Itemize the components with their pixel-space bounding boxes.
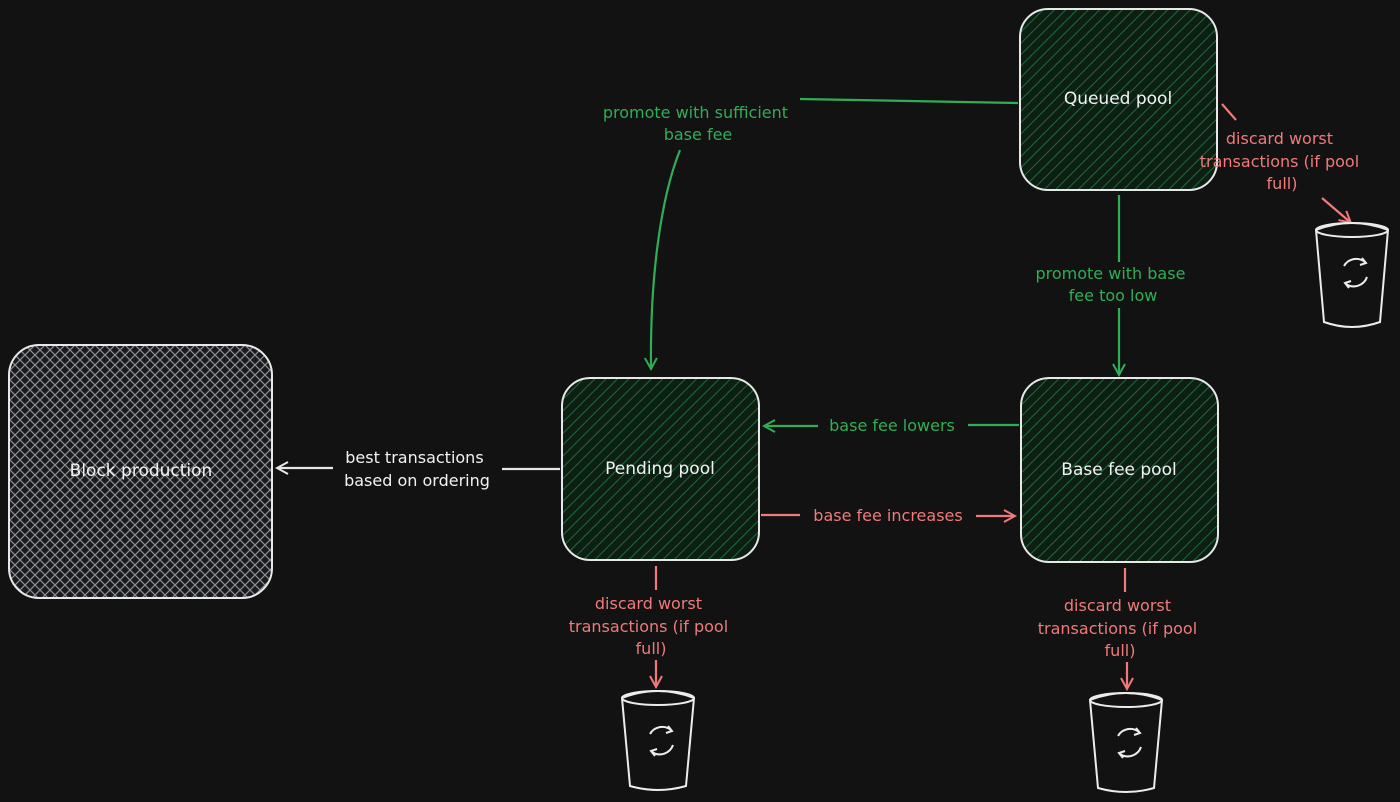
pending-pool-node: Pending pool (561, 377, 760, 561)
pending-to-basefee-label: base fee increases (813, 506, 962, 525)
queued-to-basefee-label: promote with base fee too low (1035, 264, 1190, 305)
queued-pool-label: Queued pool (1064, 89, 1172, 109)
basefee-discard-label: discard worst transactions (if pool full… (1038, 596, 1202, 660)
queued-to-pending-label: promote with sufficient base fee (603, 103, 793, 144)
queued-to-pending-edge-top (799, 97, 1019, 105)
recycle-bin-icon (620, 690, 696, 791)
basefee-to-pending-label: base fee lowers (829, 416, 955, 435)
queued-pool-node: Queued pool (1019, 8, 1218, 191)
block-production-label: Block production (70, 461, 213, 481)
queued-discard-label: discard worst transactions (if pool full… (1200, 129, 1364, 193)
queued-to-pending-edge (651, 149, 682, 368)
recycle-bin-icon (1314, 222, 1390, 328)
queued-discard-edge (1321, 197, 1350, 222)
pending-pool-label: Pending pool (605, 459, 715, 479)
pending-to-block-label: best transactions based on ordering (344, 448, 490, 490)
base-fee-pool-node: Base fee pool (1020, 377, 1219, 563)
recycle-bin-icon (1088, 692, 1164, 793)
pending-discard-label: discard worst transactions (if pool full… (569, 594, 733, 658)
queued-discard-edge-top (1221, 103, 1237, 121)
base-fee-pool-label: Base fee pool (1061, 460, 1176, 480)
block-production-node: Block production (8, 344, 273, 599)
